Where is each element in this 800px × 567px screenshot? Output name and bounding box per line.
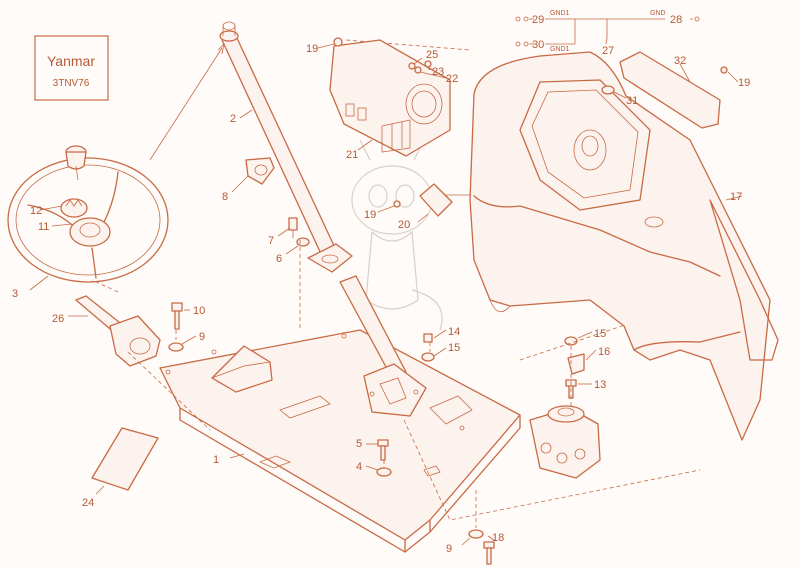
steering-wheel bbox=[7, 145, 169, 283]
callout-17: 17 bbox=[730, 191, 742, 203]
washer-9-lower bbox=[468, 529, 484, 539]
callout-26: 26 bbox=[52, 313, 64, 325]
hydraulic-steering-unit bbox=[529, 405, 601, 479]
callout-1: 1 bbox=[213, 454, 219, 466]
callout-15-left: 15 bbox=[448, 342, 460, 354]
steering-column bbox=[219, 21, 353, 273]
bolt-7 bbox=[288, 217, 298, 238]
washer-6 bbox=[296, 237, 310, 247]
nut-14 bbox=[423, 333, 433, 343]
callout-8: 8 bbox=[222, 191, 228, 203]
gnd-top-label: GND bbox=[650, 10, 666, 17]
callout-20: 20 bbox=[398, 219, 410, 231]
screw-25 bbox=[408, 62, 416, 70]
callout-21: 21 bbox=[346, 149, 358, 161]
washer-9-upper bbox=[168, 342, 184, 352]
callout-19-top: 19 bbox=[306, 43, 318, 55]
callout-7: 7 bbox=[268, 235, 274, 247]
console-hood bbox=[469, 51, 779, 441]
callout-24: 24 bbox=[82, 497, 94, 509]
callout-9-upper: 9 bbox=[199, 331, 205, 343]
callout-15-right: 15 bbox=[594, 328, 606, 340]
washer-15-left bbox=[421, 352, 435, 362]
screw-23 bbox=[424, 60, 432, 68]
multifunction-switch bbox=[75, 295, 161, 367]
callout-18: 18 bbox=[492, 532, 504, 544]
callout-3: 3 bbox=[12, 288, 18, 300]
screw-19-top bbox=[333, 37, 343, 47]
engine-brand: Yanmar bbox=[47, 53, 95, 69]
cover-20 bbox=[419, 183, 453, 217]
callout-19-mid: 19 bbox=[364, 209, 376, 221]
callout-19-right: 19 bbox=[738, 77, 750, 89]
washer-15-right bbox=[564, 336, 578, 346]
callout-23: 23 bbox=[432, 66, 444, 78]
gnd1-top-label: GND1 bbox=[550, 10, 570, 17]
callout-27: 27 bbox=[602, 45, 614, 57]
ground-wiring-legend: GND1 GND GND1 bbox=[515, 10, 700, 53]
clamp-bracket bbox=[245, 157, 275, 185]
callout-30: 30 bbox=[532, 39, 544, 51]
engine-label-box: Yanmar 3TNV76 bbox=[34, 35, 109, 101]
bracket-16 bbox=[567, 353, 585, 375]
callout-16: 16 bbox=[598, 346, 610, 358]
callout-9-lower: 9 bbox=[446, 543, 452, 555]
bolt-18 bbox=[483, 541, 495, 565]
callout-10: 10 bbox=[193, 305, 205, 317]
washer-4 bbox=[376, 467, 392, 477]
callout-4: 4 bbox=[356, 461, 362, 473]
screw-19-right bbox=[720, 66, 728, 74]
callout-leaders bbox=[29, 37, 743, 546]
decal-24 bbox=[91, 427, 159, 491]
callout-2: 2 bbox=[230, 113, 236, 125]
callout-numbers: 1 2 3 4 5 6 7 8 9 9 10 11 12 13 14 15 15… bbox=[12, 14, 750, 555]
callout-6: 6 bbox=[276, 253, 282, 265]
callout-25: 25 bbox=[426, 49, 438, 61]
callout-11: 11 bbox=[38, 221, 49, 233]
callout-14: 14 bbox=[448, 326, 460, 338]
callout-13: 13 bbox=[594, 379, 606, 391]
bolt-5 bbox=[377, 439, 389, 461]
screw-19-mid bbox=[393, 200, 401, 208]
callout-12: 12 bbox=[30, 205, 42, 217]
screw-22 bbox=[414, 66, 422, 74]
bolt-10 bbox=[171, 302, 183, 330]
callout-32: 32 bbox=[674, 55, 686, 67]
knob-31 bbox=[601, 85, 615, 95]
column-support-bracket bbox=[339, 275, 427, 417]
callout-22: 22 bbox=[446, 73, 458, 85]
callout-29: 29 bbox=[532, 14, 544, 26]
engine-model: 3TNV76 bbox=[53, 78, 90, 89]
mounting-plate bbox=[159, 329, 521, 553]
gnd1-bottom-label: GND1 bbox=[550, 46, 570, 53]
callout-28: 28 bbox=[670, 14, 682, 26]
callout-5: 5 bbox=[356, 438, 362, 450]
trim-strip-32 bbox=[619, 51, 721, 129]
callout-31: 31 bbox=[626, 95, 638, 107]
